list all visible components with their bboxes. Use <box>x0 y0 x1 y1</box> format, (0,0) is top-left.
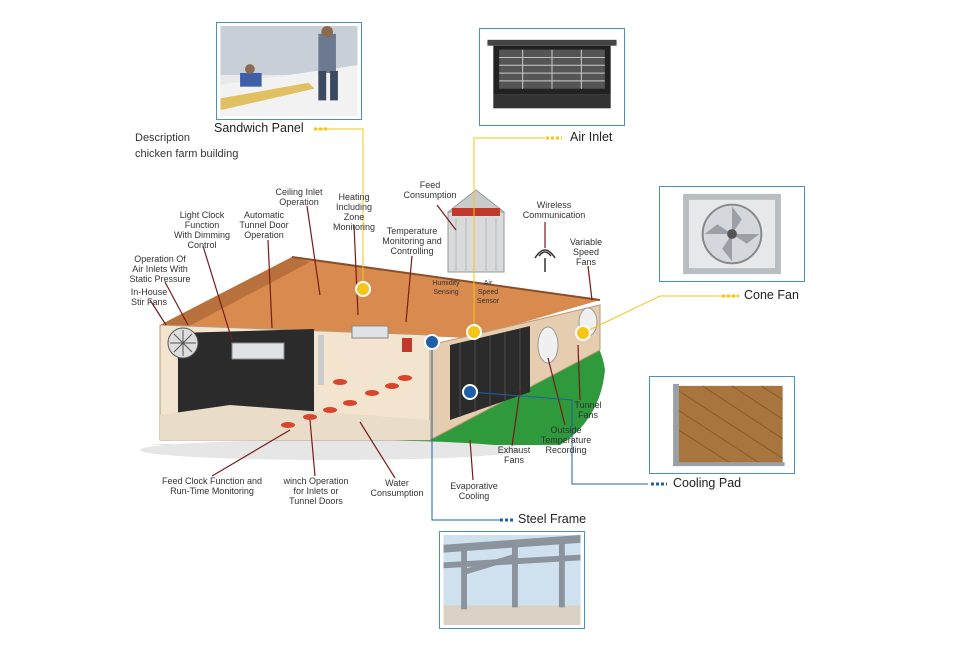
callout-sandwich-panel: Sandwich Panel <box>214 121 304 135</box>
floor <box>160 405 430 440</box>
heater-2 <box>351 325 389 339</box>
ground-shadow <box>140 440 520 460</box>
sandwich-panel-image <box>220 26 358 116</box>
description-line2: chicken farm building <box>135 148 239 160</box>
callout-cooling-pad: Cooling Pad <box>673 476 742 490</box>
cone-fan-image <box>663 190 801 278</box>
description-line1: Description <box>135 132 191 144</box>
description: Description chicken farm building <box>135 130 238 162</box>
stir-fan-icon <box>167 327 199 359</box>
feed-silo <box>446 189 506 273</box>
heater-1 <box>231 342 285 360</box>
feed-pipe <box>318 335 324 385</box>
callout-cone-fan: Cone Fan <box>744 288 799 302</box>
tunnel-fan-1 <box>537 326 559 364</box>
callout-markers <box>355 281 591 400</box>
cone-fan-photo <box>659 186 805 282</box>
sandwich-panel-photo <box>216 22 362 120</box>
leader-lines <box>149 204 593 481</box>
steel-frame-image <box>443 535 581 625</box>
feeders <box>281 375 412 428</box>
callout-steel-frame: Steel Frame <box>518 512 587 526</box>
roof-end <box>160 257 310 332</box>
control-box <box>402 338 412 352</box>
callout-dash-markers <box>314 127 738 522</box>
cooling-pad-image <box>653 380 791 470</box>
air-inlet-photo <box>479 28 625 126</box>
cooling-pad-photo <box>649 376 795 474</box>
air-inlet-image <box>483 32 621 122</box>
wireless-icon <box>534 249 556 272</box>
grass <box>150 330 605 445</box>
callout-air-inlet: Air Inlet <box>570 130 613 144</box>
callout-lines <box>314 128 740 521</box>
steel-frame-photo <box>439 531 585 629</box>
